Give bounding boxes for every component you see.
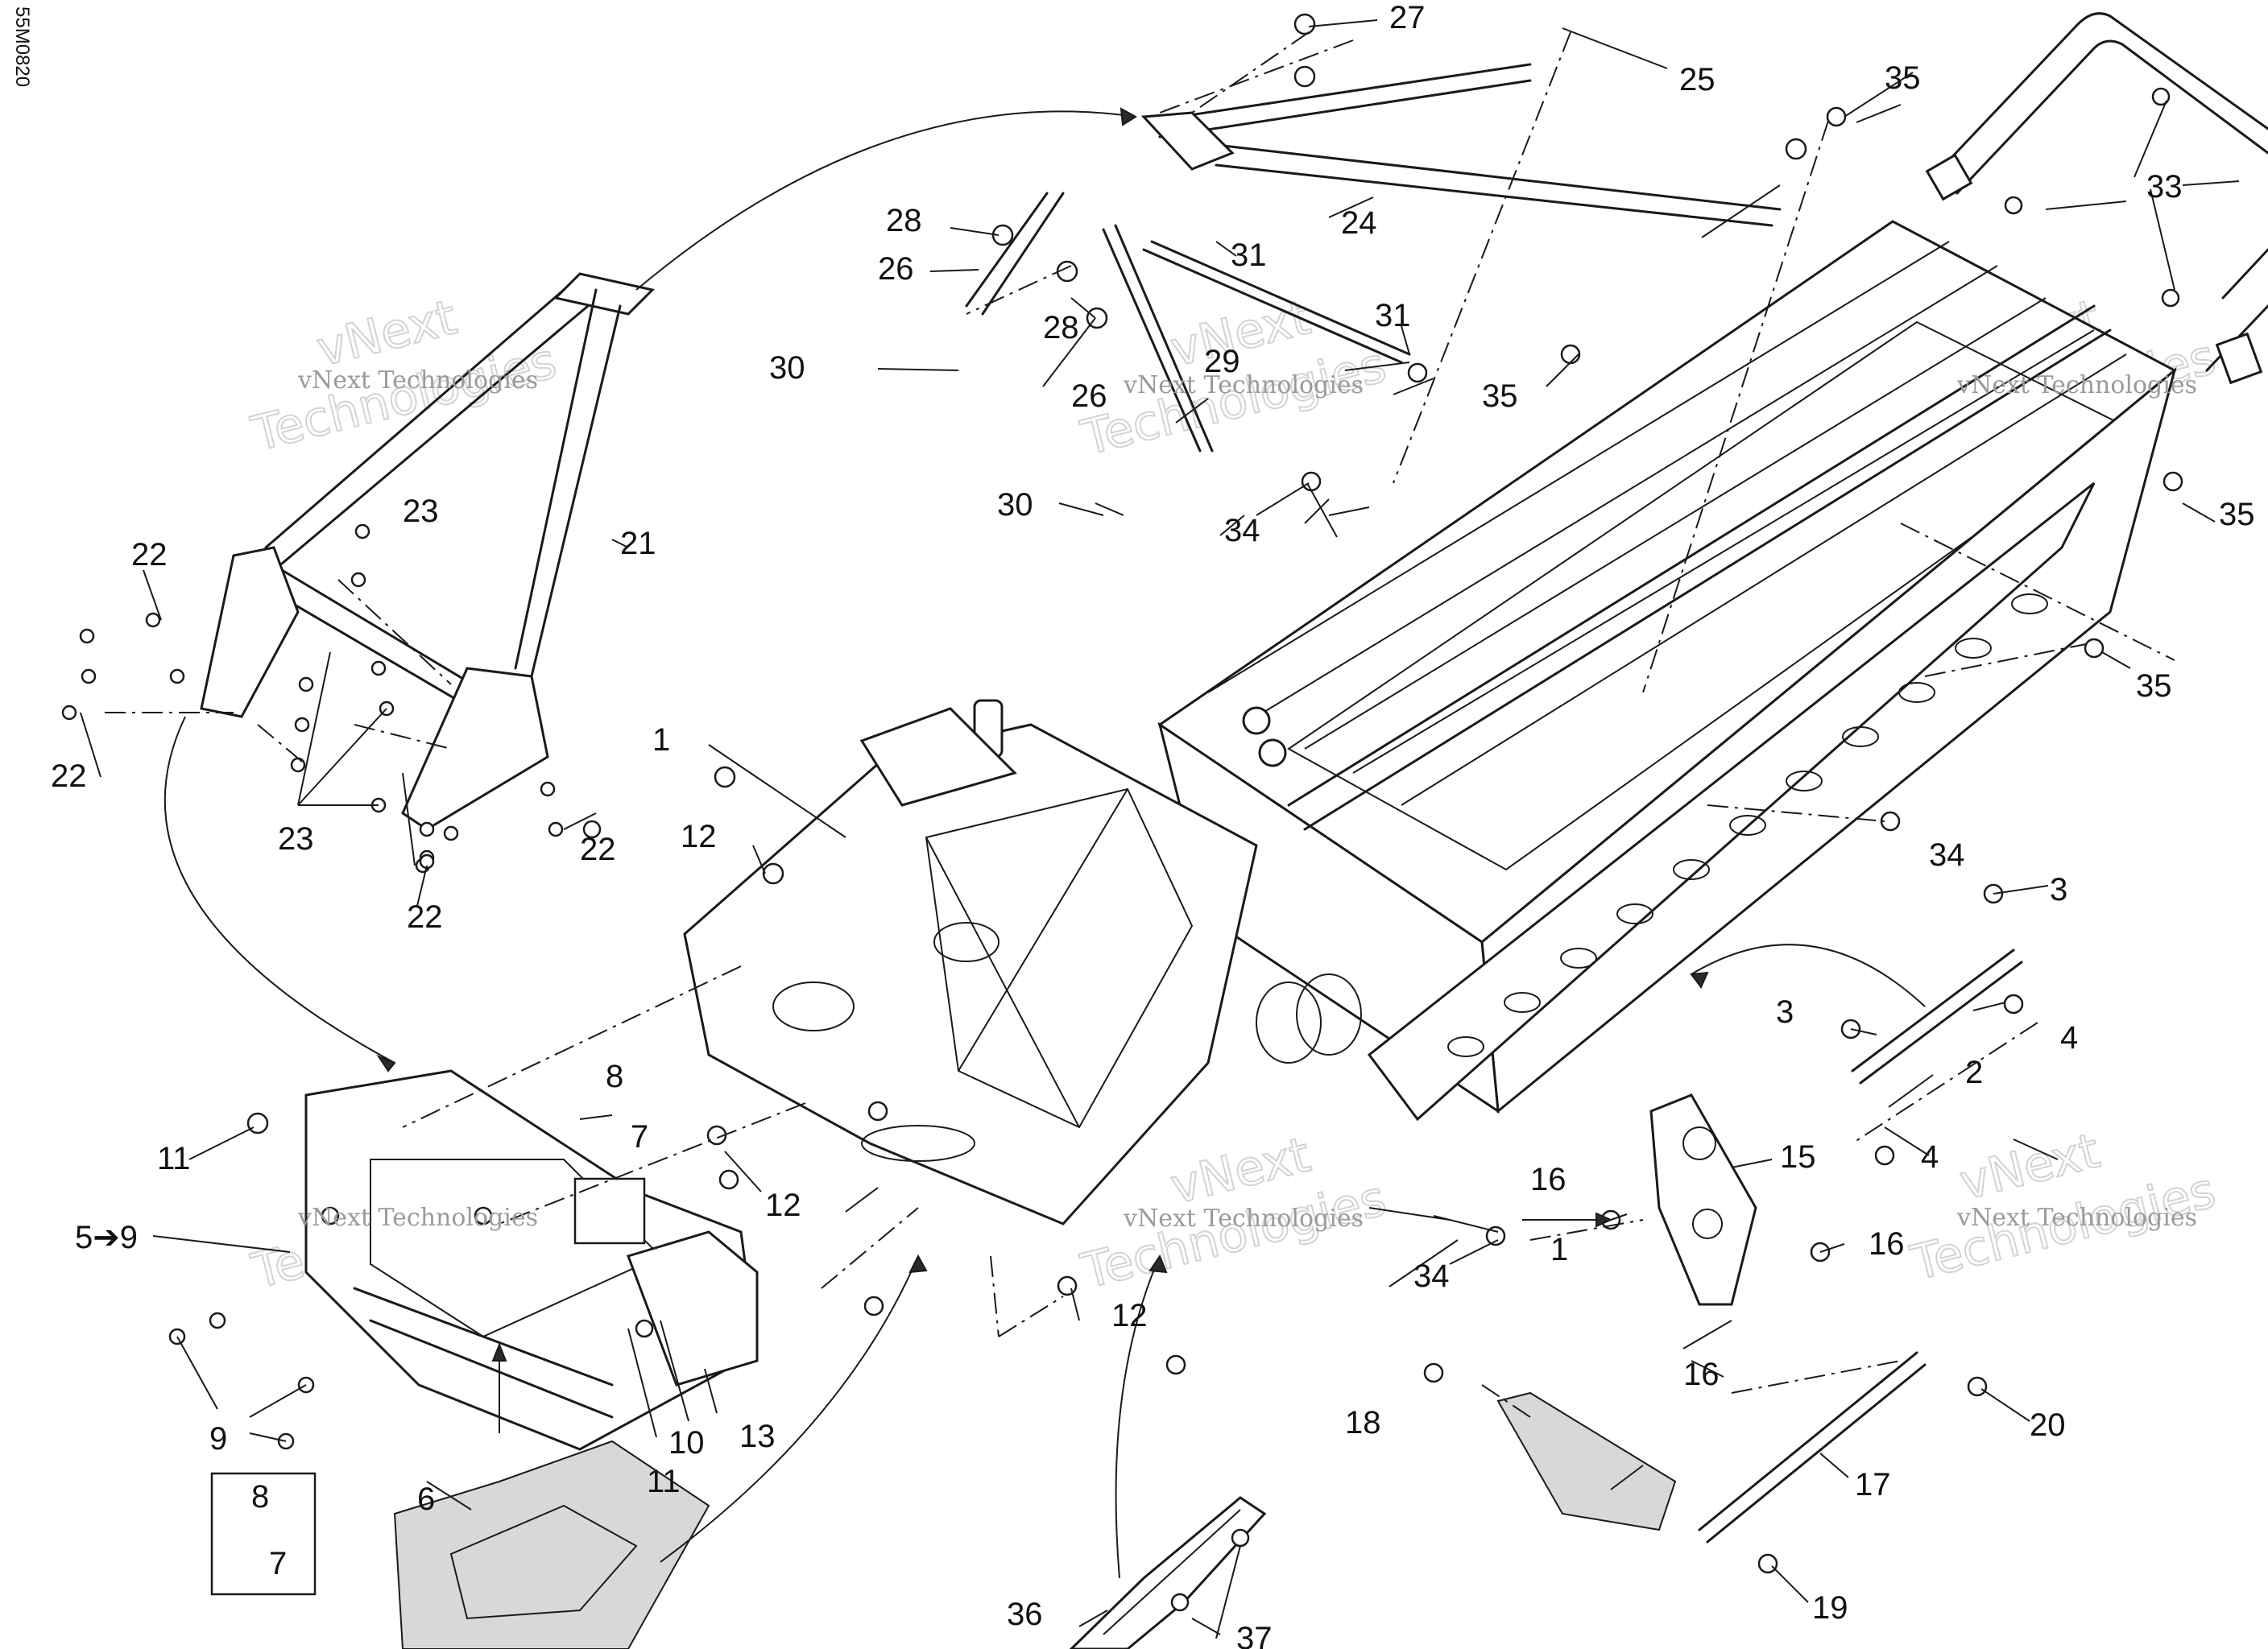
callout-33: 33	[2146, 169, 2183, 205]
watermark-small: vNext Technologies	[297, 1204, 538, 1232]
steering-support-frame	[200, 272, 655, 831]
callout-35: 35	[2219, 497, 2255, 532]
callout-11: 11	[157, 1141, 191, 1176]
callout-22: 22	[131, 537, 168, 572]
callout-16: 16	[1869, 1226, 1905, 1262]
callout-25: 25	[1679, 62, 1715, 97]
callout-10: 10	[668, 1425, 705, 1461]
callout-1: 1	[1550, 1232, 1568, 1267]
callout-35: 35	[2136, 668, 2172, 704]
rear-cross-shaft	[1851, 948, 2023, 1085]
callout-22: 22	[407, 899, 443, 935]
callout-22: 22	[580, 832, 616, 867]
callout-12: 12	[681, 819, 717, 854]
callout-30: 30	[769, 350, 805, 386]
reference-arrows	[163, 107, 1926, 1579]
dash-lines	[105, 31, 2175, 1418]
callout-6: 6	[417, 1482, 435, 1517]
callout-26: 26	[878, 251, 914, 287]
watermark-small: vNext Technologies	[1123, 371, 1364, 399]
callout-7: 7	[631, 1119, 648, 1155]
callout-29: 29	[1204, 344, 1240, 379]
callout-3: 3	[2050, 872, 2067, 907]
rear-idler-plate	[1496, 1391, 1677, 1531]
callout-21: 21	[620, 526, 656, 561]
drawing-code: 55M0820	[11, 6, 33, 87]
callout-28: 28	[1043, 310, 1079, 345]
watermark-small: vNext Technologies	[1123, 1205, 1364, 1233]
callout-4: 4	[2060, 1020, 2078, 1056]
callout-13: 13	[739, 1419, 776, 1454]
callout-8: 8	[606, 1059, 623, 1094]
rear-suspension-bracket	[1649, 1093, 1757, 1306]
callout-23: 23	[403, 494, 439, 529]
callout-28: 28	[886, 203, 922, 238]
suspension-arm	[1069, 1496, 1267, 1649]
callout-35: 35	[1885, 60, 1921, 96]
front-bumper-assembly	[304, 1069, 759, 1451]
callout-5-to-9: 5➔9	[75, 1220, 138, 1255]
callout-labels: 27 25 35 33 28 26 24 31 28 31 29 26 35 3…	[51, 0, 2255, 1649]
callout-19: 19	[1812, 1590, 1848, 1626]
watermark-small: vNext Technologies	[297, 366, 538, 395]
callout-16: 16	[1530, 1162, 1566, 1197]
callout-3: 3	[1776, 994, 1794, 1030]
callout-7: 7	[269, 1546, 287, 1581]
callout-34: 34	[1929, 837, 1965, 873]
callout-35: 35	[1482, 378, 1518, 414]
callout-24: 24	[1341, 205, 1377, 241]
running-board-holes	[1447, 593, 2048, 1057]
callout-9: 9	[209, 1421, 227, 1457]
upper-brace-assembly	[965, 63, 1782, 453]
callout-34: 34	[1224, 513, 1260, 548]
callout-31: 31	[1231, 238, 1267, 273]
watermark-small: vNext Technologies	[1956, 371, 2197, 399]
callout-30: 30	[997, 487, 1033, 523]
callout-34: 34	[1413, 1258, 1450, 1294]
callout-26: 26	[1071, 378, 1107, 414]
chassis-frame	[683, 220, 2177, 1225]
callout-1: 1	[652, 722, 670, 758]
callout-17: 17	[1855, 1467, 1891, 1502]
callout-8: 8	[251, 1479, 269, 1515]
callout-12: 12	[1111, 1298, 1148, 1333]
callout-18: 18	[1345, 1405, 1381, 1440]
callout-16: 16	[1683, 1357, 1720, 1392]
grab-handle	[1925, 12, 2268, 385]
callout-11: 11	[647, 1464, 681, 1499]
callout-31: 31	[1375, 298, 1411, 333]
callout-36: 36	[1007, 1597, 1043, 1632]
watermark-small-group: vNext Technologies vNext Technologies vN…	[297, 366, 2197, 1233]
callout-37: 37	[1236, 1621, 1273, 1649]
rear-axle	[1698, 1351, 1927, 1544]
callout-12: 12	[765, 1188, 801, 1223]
callout-2: 2	[1965, 1055, 1983, 1090]
callout-22: 22	[51, 758, 87, 794]
callout-20: 20	[2030, 1407, 2066, 1443]
watermark-small: vNext Technologies	[1956, 1204, 2197, 1232]
callout-27: 27	[1389, 0, 1426, 35]
skid-plate	[393, 1440, 710, 1649]
callout-4: 4	[1921, 1139, 1939, 1175]
callout-15: 15	[1780, 1139, 1816, 1175]
callout-23: 23	[278, 821, 314, 857]
